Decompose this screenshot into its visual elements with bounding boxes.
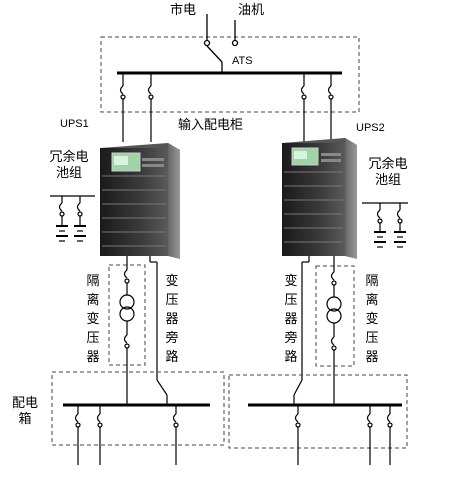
input-cabinet-box bbox=[100, 36, 360, 113]
ats-label: ATS bbox=[232, 55, 253, 67]
battery-group-left-label: 冗余电池组 bbox=[49, 150, 89, 181]
iso-transformer-right bbox=[326, 256, 342, 405]
ups1-cabinet bbox=[100, 143, 180, 259]
bypass-line-right bbox=[293, 256, 310, 405]
battery-group-right bbox=[362, 202, 408, 248]
bypass-left-label: 变压器旁路 bbox=[165, 274, 179, 365]
mains-label: 市电 bbox=[170, 3, 197, 18]
iso-transformer-box-right bbox=[315, 265, 355, 367]
ats-switch bbox=[203, 14, 239, 73]
battery-group-right-label: 冗余电池组 bbox=[368, 157, 408, 188]
dist-box-label: 配电箱 bbox=[11, 396, 38, 427]
ups2-cabinet bbox=[282, 138, 357, 259]
iso-transformer-left bbox=[119, 256, 135, 405]
battery-group-left bbox=[50, 195, 95, 242]
input-breakers bbox=[119, 73, 334, 142]
dist-box-right bbox=[228, 374, 408, 449]
input-cabinet-label: 输入配电柜 bbox=[178, 118, 244, 133]
bypass-right-label: 变压器旁路 bbox=[284, 274, 298, 365]
ups2-label: UPS2 bbox=[356, 122, 385, 134]
ups1-label: UPS1 bbox=[60, 118, 89, 130]
iso-transformer-left-label: 隔离变压器 bbox=[86, 274, 100, 365]
bypass-line-left bbox=[149, 256, 168, 405]
iso-transformer-right-label: 隔离变压器 bbox=[365, 274, 379, 365]
dist-box-left bbox=[51, 371, 225, 446]
output-breakers bbox=[74, 405, 393, 465]
generator-label: 油机 bbox=[238, 3, 265, 18]
